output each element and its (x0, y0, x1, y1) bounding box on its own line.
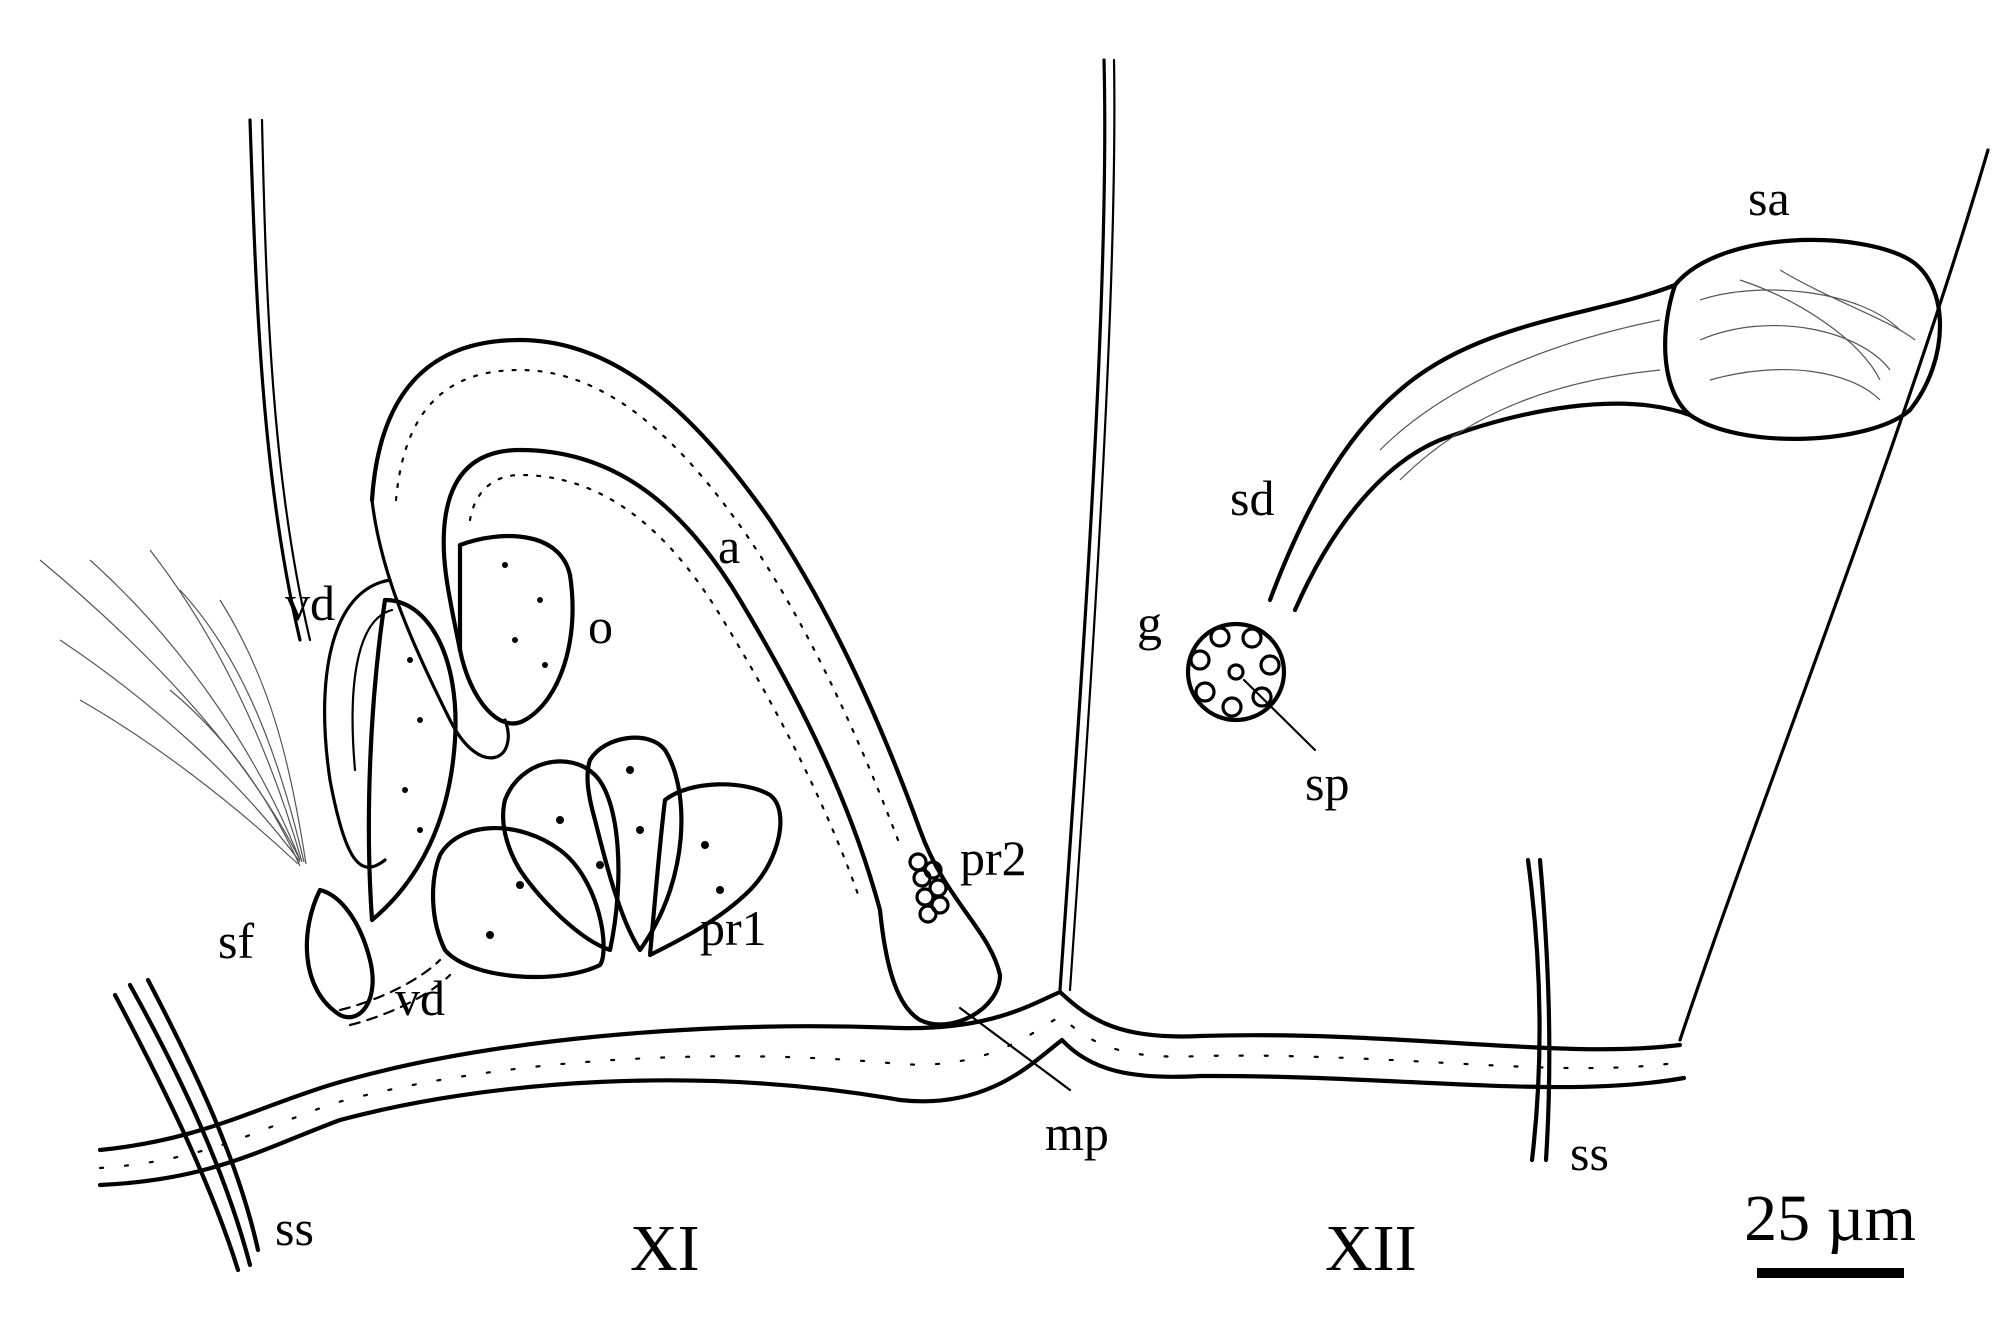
label-mp: mp (1045, 1105, 1109, 1161)
label-pr2: pr2 (960, 830, 1027, 886)
prostate-pr1 (430, 735, 783, 980)
label-sf: sf (218, 913, 254, 969)
label-vd-upper: vd (285, 575, 335, 631)
label-o: o (588, 598, 613, 654)
scale-bar-label: 25 µm (1744, 1182, 1916, 1255)
label-segment-xii: XII (1325, 1212, 1417, 1285)
setal-sac-left (112, 977, 261, 1273)
ovary (457, 533, 575, 726)
label-ss-right: ss (1570, 1125, 1609, 1181)
male-pore-leader (958, 1006, 1072, 1092)
label-segment-xi: XI (630, 1212, 700, 1285)
labels: vd vd sf a o pr1 pr2 mp ss ss sa sd g sp… (218, 170, 1790, 1285)
scale-bar: 25 µm (1744, 1182, 1916, 1278)
sperm-funnel (304, 887, 375, 1020)
label-ss-left: ss (275, 1200, 314, 1256)
seta-fan (39, 549, 307, 867)
label-g: g (1137, 595, 1162, 651)
spermathecal-pore-leader (1242, 678, 1317, 752)
label-sa: sa (1748, 170, 1790, 226)
ovary-lobe-left (366, 597, 458, 923)
spermathecal-gland (1185, 621, 1287, 723)
prostate-pr2 (908, 852, 950, 924)
setal-sac-right (1525, 857, 1552, 1163)
label-sd: sd (1230, 470, 1274, 526)
epidermis-band (97, 989, 1687, 1188)
spermatheca-ampulla (1663, 237, 1943, 441)
label-sp: sp (1305, 755, 1349, 811)
septum-xi-xii (1058, 58, 1116, 992)
label-vd-lower: vd (395, 970, 445, 1026)
body-wall-right (1678, 148, 1990, 1042)
vas-deferens (323, 578, 452, 1027)
atrium (369, 337, 1003, 1027)
body-wall-left (248, 118, 312, 642)
spermatheca-duct (1267, 282, 1693, 613)
label-pr1: pr1 (700, 900, 767, 956)
label-a: a (718, 518, 740, 574)
